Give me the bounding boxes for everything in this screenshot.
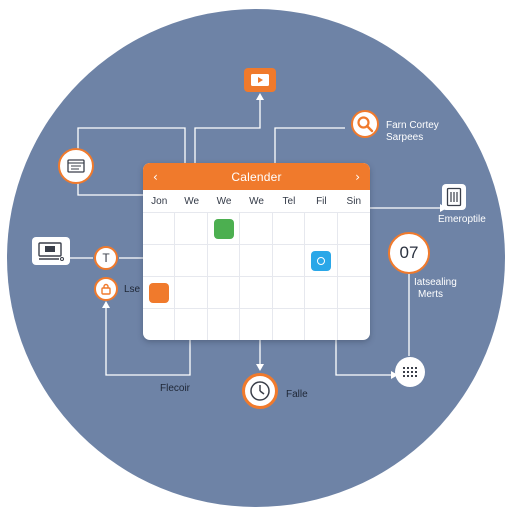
grid-node[interactable] — [395, 357, 425, 387]
text-node[interactable]: T — [94, 246, 118, 270]
weekday-header: Jon We We We Tel Fil Sin — [143, 190, 370, 213]
video-node[interactable] — [244, 68, 276, 92]
monitor-icon — [38, 242, 64, 261]
connector-top-video — [194, 98, 261, 163]
text-icon: T — [102, 251, 110, 265]
lock-node[interactable] — [94, 277, 118, 301]
clock-node-label: Falle — [286, 389, 308, 400]
calendar-cell[interactable] — [240, 213, 273, 245]
weekday-label: Jon — [151, 195, 168, 207]
connector-top-right — [274, 127, 345, 163]
calendar-cell[interactable] — [175, 245, 208, 277]
calendar-cell[interactable] — [207, 277, 241, 309]
clock-node[interactable] — [242, 373, 278, 409]
prev-month-button[interactable]: ‹ — [153, 169, 158, 184]
play-icon — [251, 74, 269, 86]
calendar-cell[interactable] — [305, 213, 338, 245]
bottom-left-label: Flecoir — [160, 383, 191, 394]
calendar-cell[interactable] — [272, 277, 306, 309]
number-node-label-1: Iatsealing — [414, 277, 457, 288]
connector-left-upper-2 — [77, 180, 143, 196]
calendar-cell[interactable] — [272, 213, 306, 245]
calendar-event-blue[interactable] — [310, 250, 331, 271]
calendar-cell[interactable] — [305, 245, 338, 277]
calendar-card: ‹ Calender › Jon We We We Tel Fil Sin — [143, 163, 370, 340]
calendar-cell[interactable] — [272, 245, 306, 277]
cabinet-icon — [446, 187, 462, 207]
calendar-cell[interactable] — [305, 309, 338, 340]
cabinet-node[interactable] — [442, 184, 466, 210]
calendar-event-green[interactable] — [213, 218, 234, 239]
next-month-button[interactable]: › — [355, 169, 360, 184]
weekday-label: Fil — [316, 195, 327, 207]
calendar-event-orange[interactable] — [148, 282, 169, 303]
calendar-cell[interactable] — [305, 277, 338, 309]
number-node[interactable]: 07 — [388, 232, 430, 274]
number-value: 07 — [399, 243, 419, 262]
calendar-grid — [143, 213, 370, 340]
search-icon — [357, 116, 374, 133]
weekday-label: Sin — [346, 195, 361, 207]
calendar-cell[interactable] — [338, 309, 370, 340]
search-node-label-2: Sarpees — [386, 132, 424, 143]
calendar-cell[interactable] — [207, 213, 241, 245]
connector-right-bottom — [335, 340, 395, 376]
calendar-title: Calender — [231, 169, 282, 184]
calendar-cell[interactable] — [337, 213, 370, 245]
calendar-cell[interactable] — [207, 245, 241, 277]
search-node[interactable] — [351, 110, 379, 138]
calendar-cell[interactable] — [175, 309, 208, 340]
clock-icon — [250, 381, 270, 401]
weekday-label: We — [216, 195, 232, 207]
search-node-label-1: Farn Cortey — [386, 120, 439, 131]
calendar-cell[interactable] — [143, 245, 176, 277]
calendar-cell[interactable] — [337, 245, 370, 277]
grid-icon — [403, 367, 417, 377]
weekday-label: Tel — [282, 195, 296, 207]
lock-icon — [101, 283, 111, 295]
calendar-cell[interactable] — [337, 277, 370, 309]
calendar-cell[interactable] — [240, 245, 273, 277]
weekday-label: We — [184, 195, 200, 207]
calendar-board-icon — [67, 159, 85, 173]
lock-node-label: Lse — [124, 284, 141, 295]
calendar-header: ‹ Calender › — [143, 163, 370, 190]
calendar-cell[interactable] — [240, 309, 273, 340]
calendar-cell[interactable] — [143, 277, 176, 309]
calendar-cell[interactable] — [175, 213, 208, 245]
calendar-cell[interactable] — [240, 277, 273, 309]
calendar-cell[interactable] — [208, 309, 241, 340]
calendar-cell[interactable] — [143, 309, 176, 340]
calendar-cell[interactable] — [143, 213, 176, 245]
number-node-label-2: Merts — [418, 289, 443, 300]
cabinet-node-label: Emeroptile — [438, 214, 486, 225]
calendar-cell[interactable] — [175, 277, 208, 309]
calendar-cell[interactable] — [273, 309, 306, 340]
connector-left-bottom — [105, 302, 191, 376]
monitor-node[interactable] — [32, 237, 70, 265]
weekday-label: We — [249, 195, 264, 207]
board-node[interactable] — [58, 148, 94, 184]
